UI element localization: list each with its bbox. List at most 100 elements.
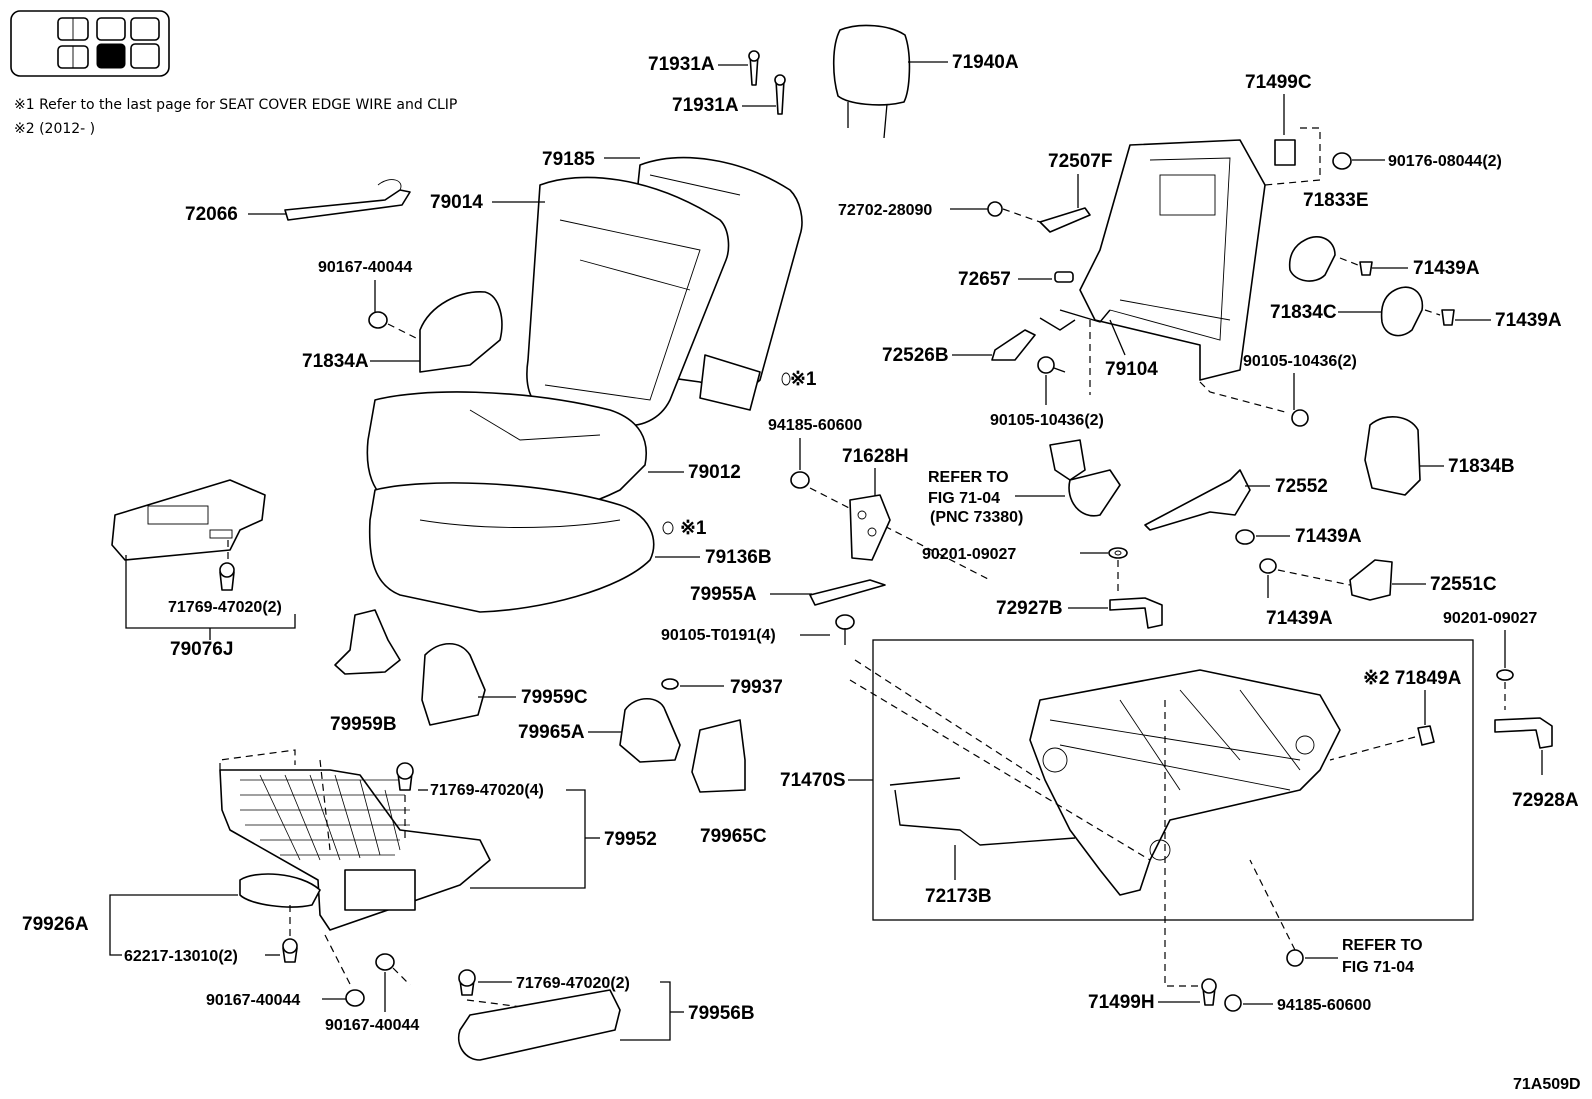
label-72066: 72066: [185, 204, 238, 225]
label-71499H: 71499H: [1088, 992, 1155, 1013]
label-90105-T0191: 90105-T0191(4): [661, 627, 776, 644]
label-71499C: 71499C: [1245, 72, 1312, 93]
label-72552: 72552: [1275, 476, 1328, 497]
label-72173B: 72173B: [925, 886, 992, 907]
label-79136B: 79136B: [705, 547, 772, 568]
seat-track-frame: [1029, 669, 1341, 896]
note-2: ※2 (2012- ): [14, 121, 95, 137]
label-90201-09027-b: 90201-09027: [1443, 610, 1537, 627]
seat-cover-71834B: [1364, 416, 1421, 496]
headrest: [832, 24, 911, 139]
bracket-72507F: [1039, 207, 1091, 233]
nut-94185-a: [790, 471, 810, 489]
label-79965C: 79965C: [700, 826, 767, 847]
pad-79926A: [239, 873, 321, 908]
headrest-guide-pins: [748, 50, 786, 115]
label-90105-10436-a: 90105-10436(2): [1243, 353, 1357, 370]
label-71833E: 71833E: [1303, 190, 1369, 211]
bolt-90105-10436-b: [1291, 409, 1309, 427]
clip-71439A-a: [1359, 261, 1373, 276]
label-79937: 79937: [730, 677, 783, 698]
nut-bottom-right: [1286, 949, 1304, 967]
clip-71769-a: [219, 562, 235, 591]
label-79955A: 79955A: [690, 584, 757, 605]
clip-71849A: [1417, 725, 1435, 746]
ref2-line-a: REFER TO: [1342, 937, 1423, 954]
note-1: ※1 Refer to the last page for SEAT COVER…: [14, 97, 457, 113]
seat-cover-side-71834A: [419, 291, 503, 373]
label-90176-08044: 90176-08044(2): [1388, 153, 1502, 170]
label-72657: 72657: [958, 269, 1011, 290]
label-71940A: 71940A: [952, 52, 1019, 73]
clip-71439A-d: [1259, 558, 1277, 574]
label-72702-28090: 72702-28090: [838, 202, 932, 219]
cover-79959B: [334, 609, 401, 675]
clip-62217: [282, 938, 298, 963]
bracket-72552: [1144, 469, 1251, 531]
label-72507F: 72507F: [1048, 151, 1112, 172]
clip-71499C: [1274, 139, 1296, 166]
bracket-72551C: [1349, 559, 1393, 601]
label-62217-13010: 62217-13010(2): [124, 948, 238, 965]
label-90167-40044-c: 90167-40044: [325, 1017, 419, 1034]
label-79952: 79952: [604, 829, 657, 850]
label-71439A-d: 71439A: [1266, 608, 1333, 629]
label-71834B: 71834B: [1448, 456, 1515, 477]
nut-94185-b: [1224, 994, 1242, 1012]
cushion-shield-79076J: [111, 479, 266, 561]
bolt-90167-b: [345, 989, 365, 1007]
clip-71439A-c: [1235, 529, 1255, 545]
bolt-90167-c: [375, 953, 395, 971]
cover-79959C: [421, 642, 486, 726]
bolt-90105-T0191: [835, 614, 855, 645]
label-94185-60600-a: 94185-60600: [768, 417, 862, 434]
recliner-cover-71833E: [1288, 236, 1336, 282]
strap-72066: [284, 179, 411, 221]
label-79959B: 79959B: [330, 714, 397, 735]
ref1-line-c: (PNC 73380): [930, 509, 1023, 526]
clip-79937: [661, 678, 679, 690]
label-79956B: 79956B: [688, 1003, 755, 1024]
cover-79965A: [619, 697, 681, 763]
cover-79965C: [691, 719, 746, 793]
label-72927B: 72927B: [996, 598, 1063, 619]
ref1-line-a: REFER TO: [928, 469, 1009, 486]
label-79014: 79014: [430, 192, 483, 213]
label-71769-47020-2a: 71769-47020(2): [168, 599, 282, 616]
recliner-cover-71834C: [1380, 286, 1424, 337]
note-mark-1-a: ※1: [790, 369, 817, 390]
ref2-line-b: FIG 71-04: [1342, 959, 1414, 976]
bolt-90176: [1332, 152, 1352, 170]
label-71769-47020-2b: 71769-47020(2): [516, 975, 630, 992]
bracket-72928A: [1494, 717, 1553, 749]
clip-71439A-b: [1441, 309, 1455, 326]
bracket-72927B: [1109, 597, 1163, 629]
clip-72657: [1054, 271, 1074, 283]
seatback-frame-79104: [1039, 139, 1266, 381]
label-90105-10436-b: 90105-10436(2): [990, 412, 1104, 429]
label-79076J: 79076J: [170, 639, 233, 660]
label-79104: 79104: [1105, 359, 1158, 380]
label-72526B: 72526B: [882, 345, 949, 366]
figure-code: 71A509D: [1513, 1076, 1581, 1093]
label-79965A: 79965A: [518, 722, 585, 743]
bolt-90167-a: [368, 311, 388, 329]
seatback-cover-front: [526, 176, 761, 427]
bolt-90105-10436-a: [1037, 356, 1066, 374]
washer-90201-b: [1496, 669, 1514, 681]
label-72928A: 72928A: [1512, 790, 1579, 811]
label-71470S: 71470S: [780, 770, 846, 791]
seat-cushion-pad: [368, 482, 655, 613]
label-71439A-c: 71439A: [1295, 526, 1362, 547]
note-mark-1-b: ※1: [680, 518, 707, 539]
lever-72526B: [991, 329, 1036, 361]
label-71834A: 71834A: [302, 351, 369, 372]
wire-72173B: [889, 777, 1076, 846]
clip-71769-b: [396, 762, 414, 791]
clip-71769-c: [458, 969, 476, 996]
label-71628H: 71628H: [842, 446, 909, 467]
label-71931A-b: 71931A: [672, 95, 739, 116]
clip-71499H: [1201, 978, 1217, 1006]
label-79926A: 79926A: [22, 914, 89, 935]
washer-90201-a: [1108, 547, 1128, 559]
